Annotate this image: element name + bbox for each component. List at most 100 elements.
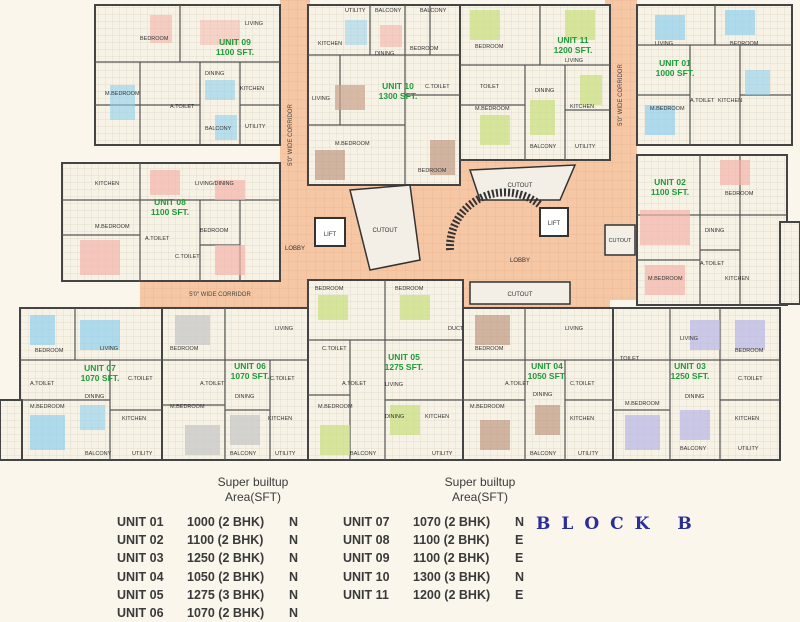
svg-text:KITCHEN: KITCHEN [122, 416, 146, 422]
unit-05-area: 1275 SFT. [385, 362, 424, 372]
svg-text:DINING: DINING [385, 414, 404, 420]
svg-text:BEDROOM: BEDROOM [475, 44, 504, 50]
svg-text:LIFT: LIFT [324, 232, 337, 238]
svg-text:M.BEDROOM: M.BEDROOM [335, 141, 370, 147]
svg-text:UTILITY: UTILITY [738, 446, 759, 452]
svg-text:KITCHEN: KITCHEN [268, 416, 292, 422]
svg-text:LOBBY: LOBBY [285, 246, 305, 252]
svg-text:KITCHEN: KITCHEN [318, 41, 342, 47]
svg-text:LIFT: LIFT [548, 221, 561, 227]
svg-text:DINING: DINING [205, 71, 224, 77]
legend-header-right: Super builtup Area(SFT) [444, 475, 516, 504]
svg-text:BEDROOM: BEDROOM [315, 286, 344, 292]
svg-text:DINING: DINING [85, 394, 104, 400]
svg-text:C.TOILET: C.TOILET [128, 376, 153, 382]
unit-08-label: UNIT 08 [154, 197, 186, 207]
svg-text:CUTOUT: CUTOUT [508, 183, 533, 189]
svg-text:BALCONY: BALCONY [420, 8, 447, 14]
svg-text:M.BEDROOM: M.BEDROOM [95, 224, 130, 230]
svg-text:LIVING: LIVING [655, 41, 673, 47]
svg-text:A.TOILET: A.TOILET [690, 98, 715, 104]
corridor-label-east: 5'0" WIDE CORRIDOR [618, 64, 624, 126]
svg-text:A.TOILET: A.TOILET [170, 104, 195, 110]
svg-text:M.BEDROOM: M.BEDROOM [648, 276, 683, 282]
svg-text:UTILITY: UTILITY [275, 451, 296, 457]
svg-text:LIVING: LIVING [565, 58, 583, 64]
unit-03-area: 1250 SFT. [671, 371, 710, 381]
svg-text:M.BEDROOM: M.BEDROOM [30, 404, 65, 410]
stub-left [0, 399, 23, 461]
svg-text:KITCHEN: KITCHEN [725, 276, 749, 282]
corridor-label-west: 5'0" WIDE CORRIDOR [288, 104, 294, 166]
svg-text:DINING: DINING [533, 392, 552, 398]
unit-07-label: UNIT 07 [84, 363, 116, 373]
svg-text:M.BEDROOM: M.BEDROOM [318, 404, 353, 410]
svg-text:BALCONY: BALCONY [530, 451, 557, 457]
unit-08-area: 1100 SFT. [151, 207, 189, 217]
svg-text:BEDROOM: BEDROOM [395, 286, 424, 292]
svg-text:A.TOILET: A.TOILET [145, 236, 170, 242]
svg-text:C.TOILET: C.TOILET [175, 254, 200, 260]
svg-text:CUTOUT: CUTOUT [609, 238, 632, 244]
furniture [30, 10, 770, 455]
lift-left [314, 217, 346, 247]
svg-text:LIVING: LIVING [680, 336, 698, 342]
svg-text:BEDROOM: BEDROOM [140, 36, 169, 42]
svg-text:M.BEDROOM: M.BEDROOM [625, 401, 660, 407]
unit-04-area: 1050 SFT. [528, 371, 567, 381]
svg-text:LIVING: LIVING [245, 21, 263, 27]
unit-labels: UNIT 09 1100 SFT. UNIT 10 1300 SFT. UNIT… [81, 35, 710, 383]
svg-text:A.TOILET: A.TOILET [700, 261, 725, 267]
svg-text:KITCHEN: KITCHEN [570, 104, 594, 110]
svg-text:C.TOILET: C.TOILET [322, 346, 347, 352]
unit-01-area: 1000 SFT. [656, 68, 695, 78]
svg-text:M.BEDROOM: M.BEDROOM [105, 91, 140, 97]
svg-text:LIVING: LIVING [100, 346, 118, 352]
svg-text:DINING: DINING [685, 394, 704, 400]
unit-06-label: UNIT 06 [234, 361, 266, 371]
svg-text:BEDROOM: BEDROOM [725, 191, 754, 197]
svg-text:UTILITY: UTILITY [245, 124, 266, 130]
legend-header-left: Super builtup Area(SFT) [217, 475, 289, 504]
svg-text:KITCHEN: KITCHEN [735, 416, 759, 422]
unit-09-block [94, 4, 281, 146]
unit-02-area: 1100 SFT. [651, 187, 689, 197]
unit-09-label: UNIT 09 [219, 37, 251, 47]
svg-text:BEDROOM: BEDROOM [475, 346, 504, 352]
unit-10-label: UNIT 10 [382, 81, 414, 91]
lift-right [539, 207, 569, 237]
svg-text:BEDROOM: BEDROOM [730, 41, 759, 47]
svg-text:BEDROOM: BEDROOM [35, 348, 64, 354]
svg-text:C.TOILET: C.TOILET [425, 84, 450, 90]
unit-04-label: UNIT 04 [531, 361, 563, 371]
svg-text:A.TOILET: A.TOILET [342, 381, 367, 387]
svg-text:BEDROOM: BEDROOM [418, 168, 447, 174]
svg-text:LIVING: LIVING [565, 326, 583, 332]
svg-text:KITCHEN: KITCHEN [718, 98, 742, 104]
cutout-bottom [469, 281, 571, 305]
unit-11-label: UNIT 11 [557, 35, 588, 45]
svg-text:C.TOILET: C.TOILET [270, 376, 295, 382]
room-labels: BEDROOM LIVING M.BEDROOM DINING KITCHEN … [30, 8, 764, 457]
svg-text:M.BEDROOM: M.BEDROOM [650, 106, 685, 112]
staircase [445, 188, 543, 251]
svg-text:DINING: DINING [535, 88, 554, 94]
svg-text:DINING: DINING [375, 51, 394, 57]
svg-text:BALCONY: BALCONY [230, 451, 257, 457]
svg-text:BEDROOM: BEDROOM [410, 46, 439, 52]
svg-text:LOBBY: LOBBY [510, 258, 530, 264]
svg-text:BALCONY: BALCONY [85, 451, 112, 457]
svg-text:LIVING: LIVING [312, 96, 330, 102]
svg-text:UTILITY: UTILITY [578, 451, 599, 457]
svg-text:BEDROOM: BEDROOM [170, 346, 199, 352]
